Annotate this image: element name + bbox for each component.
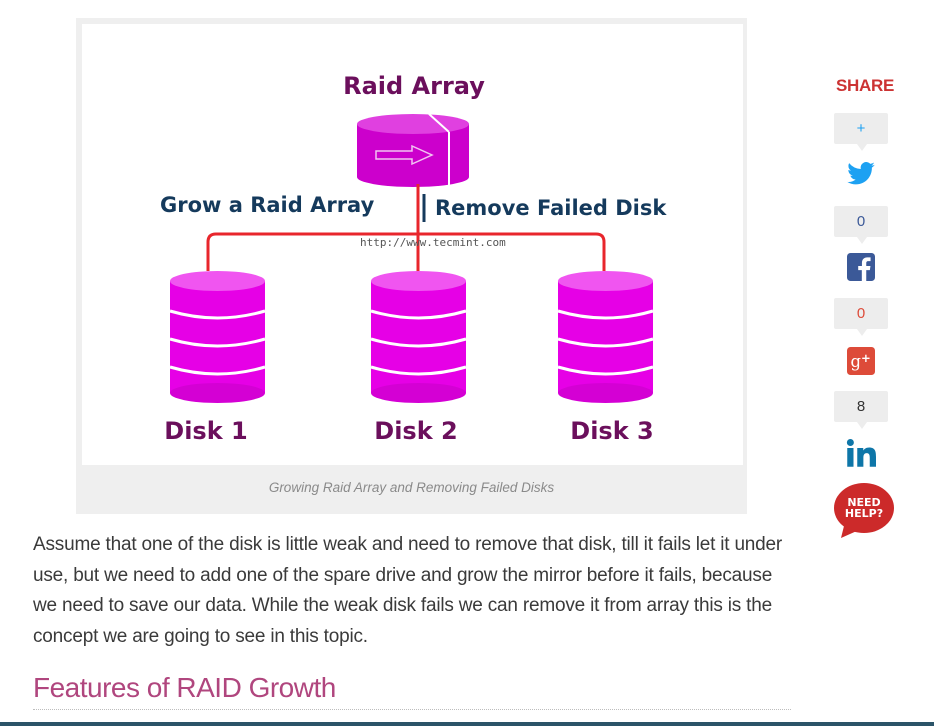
disk-2-label: Disk 2 <box>374 417 457 445</box>
heading-divider <box>33 709 791 710</box>
grow-raid-label: Grow a Raid Array <box>160 193 375 217</box>
svg-text:NEED: NEED <box>847 496 880 509</box>
article-figure: Raid Array Grow a Raid Array Remove Fail… <box>76 18 747 514</box>
svg-text:HELP?: HELP? <box>845 507 883 520</box>
disk-1-label: Disk 1 <box>164 417 247 445</box>
google-plus-icon[interactable]: g + <box>847 347 875 375</box>
figure-caption: Growing Raid Array and Removing Failed D… <box>268 480 555 495</box>
twitter-count: 0 <box>834 206 888 244</box>
twitter-icon[interactable] <box>846 159 876 189</box>
remove-failed-label: Remove Failed Disk <box>435 196 667 220</box>
need-help-button[interactable]: NEED HELP? <box>833 482 895 540</box>
disk-3-cylinder <box>557 271 654 403</box>
raid-diagram-image: Raid Array Grow a Raid Array Remove Fail… <box>82 24 743 465</box>
raid-diagram: Raid Array Grow a Raid Array Remove Fail… <box>160 72 667 445</box>
raid-array-title: Raid Array <box>343 72 485 100</box>
watermark-text: http://www.tecmint.com <box>360 236 506 249</box>
disk-3-label: Disk 3 <box>570 417 653 445</box>
share-title: SHARE <box>836 76 895 95</box>
svg-text:g: g <box>851 352 861 371</box>
connector-lines <box>206 184 606 288</box>
disk-2-cylinder <box>370 271 467 403</box>
svg-text:+: + <box>861 351 871 365</box>
raid-array-cylinder <box>357 113 469 187</box>
googleplus-count: 8 <box>834 391 888 429</box>
disk-1-cylinder <box>169 271 266 403</box>
section-heading: Features of RAID Growth <box>33 672 336 703</box>
linkedin-icon[interactable] <box>846 438 876 468</box>
article-paragraph: Assume that one of the disk is little we… <box>33 534 783 648</box>
bottom-bar <box>0 722 934 726</box>
share-more-button[interactable]: + <box>834 113 888 151</box>
facebook-count: 0 <box>834 298 888 336</box>
facebook-icon[interactable] <box>847 253 875 281</box>
